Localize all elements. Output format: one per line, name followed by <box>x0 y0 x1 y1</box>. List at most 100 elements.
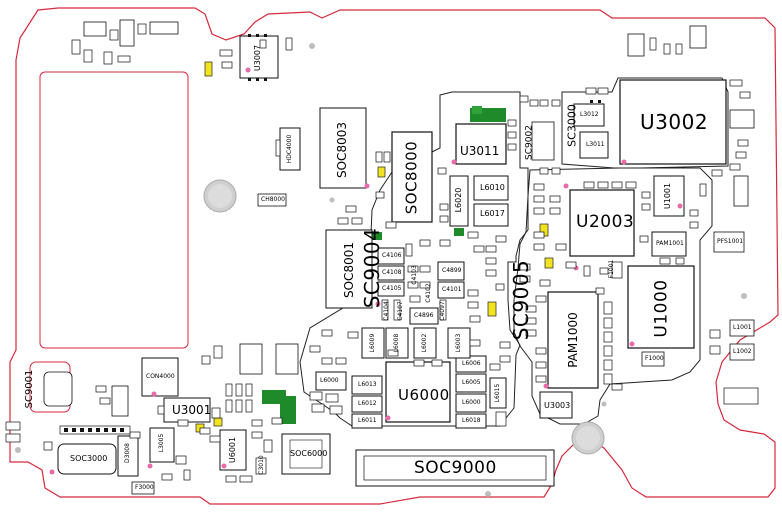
label-u1001: U1001 <box>663 182 672 210</box>
left-window <box>39 71 189 349</box>
chip-l6010 <box>473 175 509 201</box>
label-u1000: U1000 <box>651 279 672 338</box>
label-c4896: C4896 <box>414 312 434 319</box>
chip-l3012 <box>573 103 605 127</box>
label-soc8000: SOC8000 <box>402 140 421 215</box>
chip-c4899 <box>437 261 465 281</box>
chip-c4108 <box>377 265 405 281</box>
chip-left-d3008 <box>111 385 129 417</box>
label-f3000: F3000 <box>135 484 154 491</box>
small-components <box>5 23 759 483</box>
chip-l6009 <box>361 327 385 359</box>
label-l6015: L6015 <box>494 383 501 403</box>
label-l6002: L6002 <box>421 333 428 353</box>
label-l3011: L3011 <box>586 141 605 148</box>
green-part-sc9004 <box>372 232 382 240</box>
chip-top-right-a <box>627 33 645 57</box>
label-c4105: C4105 <box>382 285 402 292</box>
chip-u3011 <box>455 123 507 165</box>
chip-u1001 <box>653 175 685 217</box>
hdc4000-notch <box>275 139 281 157</box>
chip-l6000b <box>455 393 487 413</box>
chip-c4106 <box>377 247 405 265</box>
label-pam1001: PAM1001 <box>656 240 684 247</box>
pink-dots <box>49 67 683 475</box>
label-soc8003: SOC8003 <box>335 122 349 178</box>
chip-right-b <box>729 109 755 129</box>
label-l6009: L6009 <box>369 333 376 353</box>
chip-f1000 <box>641 351 665 367</box>
label-pfs1001: PFS1001 <box>717 238 744 245</box>
grey-dots <box>15 43 747 497</box>
yellow-part-c <box>487 301 497 317</box>
yellow-part-g <box>213 417 223 427</box>
label-soc3000: SOC3000 <box>70 454 108 463</box>
u3002-region-outline <box>561 77 729 169</box>
chip-ant1 <box>239 343 263 375</box>
label-c4101: C4101 <box>442 286 462 293</box>
label-c4108: C4108 <box>382 269 402 276</box>
label-sc9005: SC9005 <box>509 259 533 341</box>
label-u2003: U2003 <box>576 212 635 232</box>
chip-l1001 <box>729 319 755 337</box>
chip-pfs1001 <box>713 231 745 253</box>
label-f1001: F1001 <box>608 259 615 279</box>
label-pam1000: PAM1000 <box>566 312 580 368</box>
chip-right-a <box>733 175 749 207</box>
chip-c4896 <box>409 307 439 325</box>
label-sc9001: SC9001 <box>24 369 35 409</box>
label-l6005: L6005 <box>462 379 481 386</box>
chip-d3008 <box>117 435 139 477</box>
label-soc8001: SOC8001 <box>342 242 356 298</box>
pin-rows <box>64 34 601 432</box>
green-part-b <box>472 106 482 114</box>
chip-l6015 <box>489 377 507 409</box>
chip-l6017 <box>473 203 509 227</box>
chip-ch8000 <box>257 193 287 207</box>
label-c4899: C4899 <box>442 267 462 274</box>
label-u6000: U6000 <box>398 386 450 404</box>
label-c4107: C4107 <box>397 301 404 321</box>
label-l6000b: L6000 <box>462 399 481 406</box>
label-l6011: L6011 <box>358 417 377 424</box>
testpoint-left-inner <box>208 184 232 208</box>
label-d3008: D3008 <box>124 443 131 463</box>
chip-l6011 <box>351 413 383 429</box>
chip-l6012 <box>351 395 383 413</box>
label-u6001: U6001 <box>228 436 237 464</box>
label-u3001: U3001 <box>172 403 212 417</box>
yellow-part-a <box>204 61 213 77</box>
label-f1000: F1000 <box>645 355 664 362</box>
chip-soc8001 <box>325 229 373 309</box>
label-ch8000: CH8000 <box>261 196 285 203</box>
label-sc9004: SC9004 <box>360 227 384 309</box>
label-l6010: L6010 <box>480 183 505 192</box>
label-c4103: C4103 <box>411 265 418 285</box>
label-l1001: L1001 <box>733 324 752 331</box>
chip-f3000 <box>131 481 155 495</box>
chip-ic-top-b <box>149 21 179 35</box>
label-con4000: CON4000 <box>146 373 175 380</box>
label-u3007: U3007 <box>253 44 262 72</box>
chip-l6020 <box>449 175 469 227</box>
label-l6017: L6017 <box>480 209 505 218</box>
yellow-part-b <box>377 166 386 178</box>
chip-con4000 <box>141 357 179 397</box>
label-l3005: L3005 <box>158 433 165 453</box>
label-l6018: L6018 <box>462 417 481 424</box>
chip-u3001 <box>163 397 211 423</box>
chip-u3003 <box>539 391 573 419</box>
label-l6003: L6003 <box>455 333 462 353</box>
label-l6000: L6000 <box>320 377 339 384</box>
chip-top-right-b <box>689 25 707 49</box>
chip-l6013 <box>351 375 383 395</box>
label-u3011: U3011 <box>460 144 500 158</box>
testpoint-bottom-inner <box>576 426 600 450</box>
label-u3002: U3002 <box>640 110 709 134</box>
label-l1002: L1002 <box>733 348 752 355</box>
label-l3012: L3012 <box>580 111 599 118</box>
chip-u3002 <box>619 79 727 165</box>
chip-ant2 <box>275 343 299 375</box>
chip-sc9001-box <box>43 371 73 407</box>
